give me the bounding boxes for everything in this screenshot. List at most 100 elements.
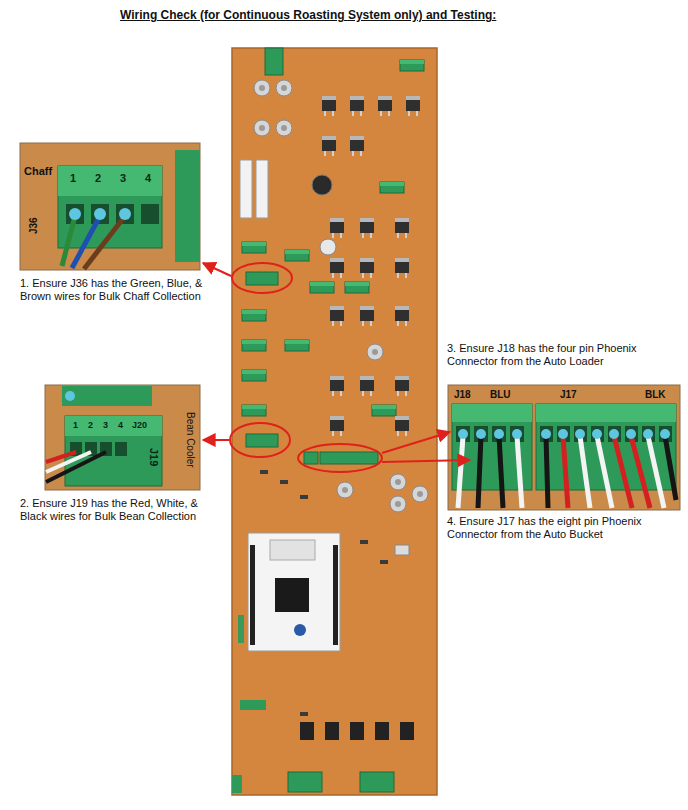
- smd-part: [300, 712, 308, 716]
- power-connector: [265, 48, 283, 75]
- connector: [310, 282, 334, 293]
- terminal-top: [58, 166, 162, 196]
- connector: [285, 250, 309, 261]
- connector: [242, 242, 266, 253]
- connector: [285, 340, 309, 351]
- connector-label: J36: [28, 217, 40, 234]
- photo-inset: [448, 385, 680, 510]
- callout-arrow: [382, 432, 450, 453]
- connector: [242, 370, 266, 381]
- capacitor: [390, 474, 406, 490]
- connector: [242, 405, 266, 416]
- connector: [62, 386, 152, 406]
- connector-label: J19: [147, 448, 160, 466]
- silkscreen-label: Chaff: [24, 165, 52, 178]
- ferrules: [458, 429, 670, 439]
- transistor: [406, 96, 420, 116]
- pin-number: 4: [118, 420, 123, 431]
- regulator: [325, 722, 339, 740]
- connector: [345, 282, 369, 293]
- logo: [294, 624, 306, 636]
- pin-header: [250, 545, 255, 645]
- pin-number: 3: [103, 420, 108, 431]
- transistor: [350, 96, 364, 116]
- connector-j36: [246, 272, 278, 285]
- ferrule: [65, 391, 75, 401]
- regulator: [400, 722, 414, 740]
- connector: [242, 340, 266, 351]
- terminal-top: [536, 404, 676, 422]
- connector-label: J18: [454, 389, 471, 401]
- transistor: [330, 306, 344, 326]
- pin-number: 3: [120, 172, 126, 185]
- usb-port: [395, 545, 409, 555]
- callout-arrow: [382, 460, 470, 462]
- pin-number: 1: [70, 172, 76, 185]
- connector: [240, 700, 266, 710]
- wire: [72, 216, 100, 268]
- connector: [380, 182, 404, 193]
- capacitor: [254, 120, 270, 136]
- terminal-top: [65, 416, 162, 436]
- transistor: [330, 218, 344, 238]
- highlight-ellipse: [230, 423, 290, 457]
- regulator: [375, 722, 389, 740]
- transistor: [350, 136, 364, 156]
- transistor: [330, 258, 344, 278]
- connector-label: J20: [132, 420, 147, 431]
- instruction-text: 2. Ensure J19 has the Red, White, & Blac…: [20, 497, 210, 523]
- smd-part: [300, 495, 308, 499]
- transistor: [360, 306, 374, 326]
- capacitor: [276, 80, 292, 96]
- connector-j18: [304, 452, 318, 464]
- capacitor: [320, 239, 336, 255]
- callout-arrow: [203, 263, 231, 276]
- page-title: Wiring Check (for Continuous Roasting Sy…: [120, 8, 496, 22]
- mcu-chip: [275, 578, 309, 612]
- capacitor: [412, 486, 428, 502]
- capacitor: [312, 175, 332, 195]
- photo-inset: [20, 143, 200, 270]
- pcb-board: [232, 48, 437, 795]
- highlight-ellipse: [232, 263, 292, 293]
- transistor: [395, 376, 409, 396]
- terminal-slot: [115, 442, 127, 456]
- connector: [175, 150, 200, 262]
- transistor: [395, 306, 409, 326]
- wire: [62, 216, 75, 266]
- connector-label: J17: [560, 389, 577, 401]
- terminal-top: [452, 404, 532, 422]
- pin-number: 2: [95, 172, 101, 185]
- wire: [46, 452, 106, 482]
- pin-number: 4: [145, 172, 151, 185]
- debugger: [270, 540, 315, 560]
- pin-header: [333, 545, 338, 645]
- smd-part: [260, 470, 268, 474]
- transistor: [322, 136, 336, 156]
- pin-header: [238, 615, 244, 643]
- capacitor: [276, 120, 292, 136]
- transistor: [360, 376, 374, 396]
- connector: [400, 60, 424, 71]
- connector: [232, 775, 242, 793]
- instruction-text: 1. Ensure J36 has the Green, Blue, & Bro…: [20, 277, 210, 303]
- transistor: [322, 96, 336, 116]
- ferrule: [94, 208, 106, 220]
- regulator: [350, 722, 364, 740]
- capacitor: [337, 482, 353, 498]
- silkscreen-label: BLK: [645, 389, 666, 401]
- capacitor: [254, 80, 270, 96]
- smd-part: [360, 540, 368, 544]
- regulator: [300, 722, 314, 740]
- transistor: [330, 376, 344, 396]
- transistor: [378, 96, 392, 116]
- ferrule: [69, 208, 81, 220]
- silkscreen-label: Bean Cooler: [184, 412, 196, 468]
- connector: [360, 772, 394, 792]
- terminal-block: [65, 416, 162, 486]
- heatsink: [240, 160, 252, 218]
- transistor: [360, 218, 374, 238]
- callout-arrow: [203, 439, 229, 441]
- smd-part: [380, 560, 388, 564]
